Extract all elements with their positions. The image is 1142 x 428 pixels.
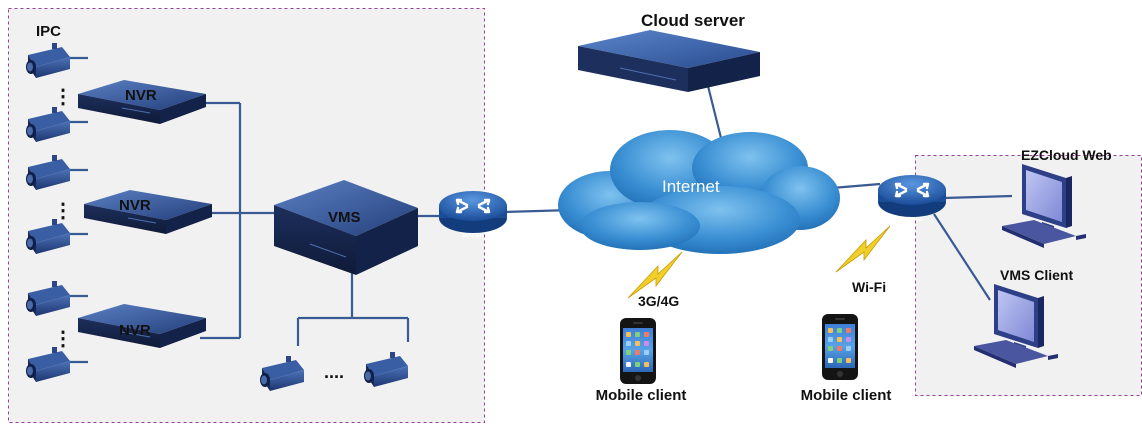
- ipc-label: IPC: [36, 23, 61, 40]
- ipc-ellipsis: ⋮: [53, 200, 73, 222]
- mobile-phone-icon: [822, 314, 858, 380]
- mobile-client-label: Mobile client: [801, 387, 892, 404]
- cloud-server-label: Cloud server: [641, 11, 745, 30]
- lightning-wifi-icon: [835, 225, 891, 273]
- internet-label: Internet: [662, 177, 720, 196]
- vms-label: VMS: [328, 209, 361, 226]
- nvr-label: NVR: [119, 322, 151, 339]
- mobile-phone-icon: [620, 318, 656, 384]
- router-left: [437, 189, 509, 235]
- ipc-ellipsis: ⋮: [53, 328, 73, 350]
- internet-cloud: [558, 130, 840, 254]
- connection-lines: [68, 56, 1013, 364]
- router-right-label: ROUTER: [901, 217, 923, 223]
- ipc-ellipsis: ⋮: [53, 86, 73, 108]
- router-left-label: ROUTER: [462, 233, 484, 239]
- nvr-label: NVR: [119, 197, 151, 214]
- router-right: [876, 173, 948, 219]
- vms-server: [274, 180, 418, 275]
- lightning-3g4g-icon: [627, 251, 683, 299]
- cameras-ellipsis: ....: [324, 362, 344, 382]
- nvr-label: NVR: [125, 87, 157, 104]
- vms-client-label: VMS Client: [1000, 267, 1073, 283]
- mobile-network-label: 3G/4G: [638, 293, 679, 309]
- mobile-client-label: Mobile client: [596, 387, 687, 404]
- cloud-server: [578, 30, 760, 92]
- ezcloud-web-label: EZCloud Web: [1021, 147, 1112, 163]
- wifi-label: Wi-Fi: [852, 279, 886, 295]
